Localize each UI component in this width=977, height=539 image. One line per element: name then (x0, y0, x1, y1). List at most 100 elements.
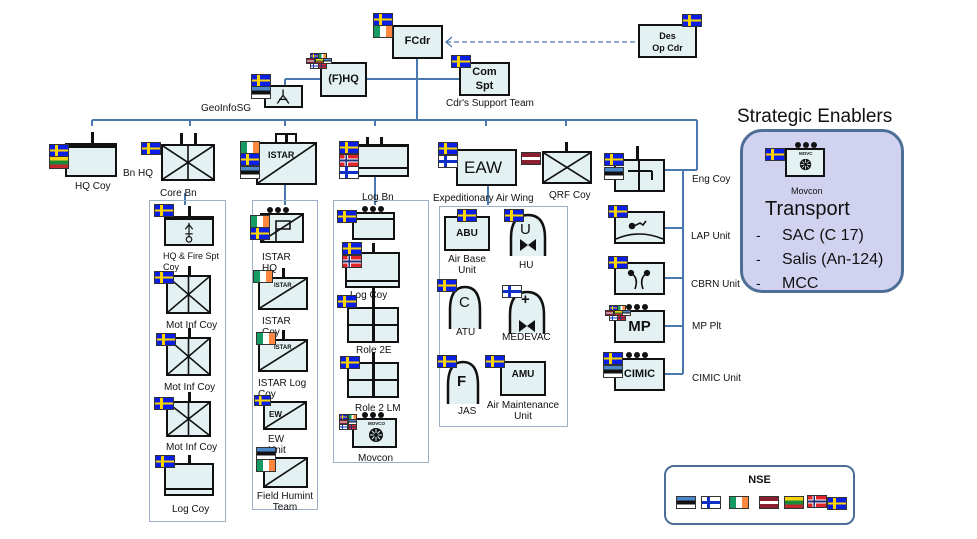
log-plt-unit[interactable] (352, 212, 395, 240)
transport-item-dash: - (756, 275, 761, 291)
flag-ee-icon (603, 365, 623, 378)
des-op-cdr-line1: Des (659, 31, 676, 41)
istar-diagonal-icon (260, 279, 306, 308)
amu-label: AMU (511, 369, 535, 380)
lap-icon (616, 220, 663, 240)
flag-ee-icon (622, 310, 631, 316)
abu-label: ABU (456, 228, 478, 239)
flag-ie-icon (253, 270, 273, 283)
istar-bn-unit[interactable]: ISTAR (256, 142, 317, 185)
fhq-unit[interactable]: (F)HQ (320, 62, 367, 97)
transport-item-dash: - (756, 251, 761, 267)
jas-f-label: F (457, 373, 467, 390)
transport-unit-icon (448, 285, 482, 329)
istar-diagonal-icon (258, 144, 315, 183)
infantry-cross-icon (544, 153, 590, 182)
movco-label: MOVCO (368, 421, 386, 426)
qrf-coy-caption: QRF Coy (549, 190, 591, 201)
flag-se-icon (240, 153, 260, 166)
se-movcon-unit[interactable]: MOVC (785, 148, 825, 177)
flag-se-icon (154, 397, 174, 410)
medevac-cross-label: + (521, 291, 530, 308)
flag-ee-icon (676, 496, 696, 509)
flag-lv-icon (521, 152, 541, 165)
platoon-echelon-icon (267, 207, 289, 213)
movcon-unit[interactable]: MOVCO (352, 418, 397, 448)
flag-no-icon (348, 424, 357, 430)
istar-label: ISTAR (268, 150, 295, 160)
mp-flags (605, 305, 635, 325)
log-sub-caption: Role 2 LM (355, 403, 401, 414)
flag-ee-icon (240, 166, 260, 179)
flag-se-icon (451, 55, 471, 68)
flag-se-icon (156, 333, 176, 346)
lap-unit[interactable] (614, 211, 665, 244)
flag-fi-icon (339, 166, 359, 179)
flag-se-icon (342, 242, 362, 255)
platoon-echelon-icon (626, 352, 648, 358)
core-sub-caption: Mot Inf Coy (166, 320, 218, 331)
transport-item-text: SAC (C 17) (782, 227, 864, 244)
mot-inf-coy-unit[interactable] (166, 275, 211, 314)
istar-log-coy-unit[interactable]: ISTAR (258, 339, 308, 372)
hq-fire-spt-coy-unit[interactable] (164, 216, 214, 246)
fcdr-unit[interactable]: FCdr (392, 25, 443, 59)
core-bn-caption: Core Bn (160, 188, 197, 199)
eng-coy-caption: Eng Coy (692, 174, 731, 185)
eaw-group (439, 206, 568, 427)
flag-lt-icon (784, 496, 804, 509)
flag-se-icon (608, 205, 628, 218)
flag-se-icon (141, 142, 161, 155)
fhq-flags (306, 53, 336, 73)
flag-fi-icon (438, 155, 458, 168)
log-sub-caption: Role 2E (356, 345, 392, 356)
flag-no-icon (318, 63, 327, 69)
amu-unit[interactable]: AMU (500, 361, 546, 396)
geoinfo-caption: GeoInfoSG (201, 103, 252, 114)
platoon-echelon-icon (362, 412, 384, 418)
com-spt-unit[interactable]: Com Spt (459, 62, 510, 96)
eaw-sub-caption: HU (519, 260, 534, 271)
eaw-sub-caption: MEDEVAC (502, 332, 551, 343)
flag-fi-icon (502, 285, 522, 298)
flag-ie-icon (256, 459, 276, 472)
core-sub-caption: Mot Inf Coy (164, 382, 216, 393)
platoon-echelon-icon (795, 142, 817, 148)
flag-se-icon (254, 395, 271, 406)
eaw-sub-caption: Air Maintenance Unit (486, 400, 560, 422)
flag-se-icon (485, 355, 505, 368)
mp-plt-caption: MP Plt (692, 321, 722, 332)
core-bn-unit[interactable] (161, 144, 215, 181)
flag-se-icon (504, 209, 524, 222)
engineer-icon (628, 161, 653, 190)
hu-u-label: U (520, 221, 531, 238)
flag-se-icon (438, 142, 458, 155)
flag-se-icon (337, 210, 357, 223)
eaw-sub-caption: JAS (458, 406, 477, 417)
istar-group (252, 200, 318, 510)
istar-hq-tabs (275, 133, 297, 143)
infantry-cross-icon (168, 277, 209, 312)
flag-ee-icon (323, 58, 332, 64)
eaw-label: EAW (464, 158, 503, 177)
istar-diagonal-icon (260, 341, 306, 370)
eaw-unit[interactable]: EAW (456, 149, 517, 186)
flag-se-icon (457, 209, 477, 222)
strategic-enablers-title: Strategic Enablers (737, 106, 893, 127)
istar-sub-label: ISTAR (274, 283, 292, 289)
des-op-cdr-unit[interactable]: Des Op Cdr (638, 24, 697, 58)
core-sub-caption: Mot Inf Coy (166, 442, 218, 453)
log-bn-unit[interactable] (356, 144, 409, 177)
fhq-label: (F)HQ (328, 73, 359, 85)
flag-se-icon (437, 279, 457, 292)
flag-ie-icon (373, 25, 393, 38)
cimic-label: CIMIC (623, 368, 656, 380)
flag-se-icon (154, 271, 174, 284)
log-bn-group (333, 200, 429, 463)
fighter-unit-icon (446, 360, 480, 404)
hq-coy-unit[interactable] (65, 143, 117, 177)
flag-fi-icon (701, 496, 721, 509)
log-coy-unit[interactable] (164, 463, 214, 496)
platoon-echelon-icon (362, 206, 384, 212)
qrf-coy-unit[interactable] (542, 151, 592, 184)
